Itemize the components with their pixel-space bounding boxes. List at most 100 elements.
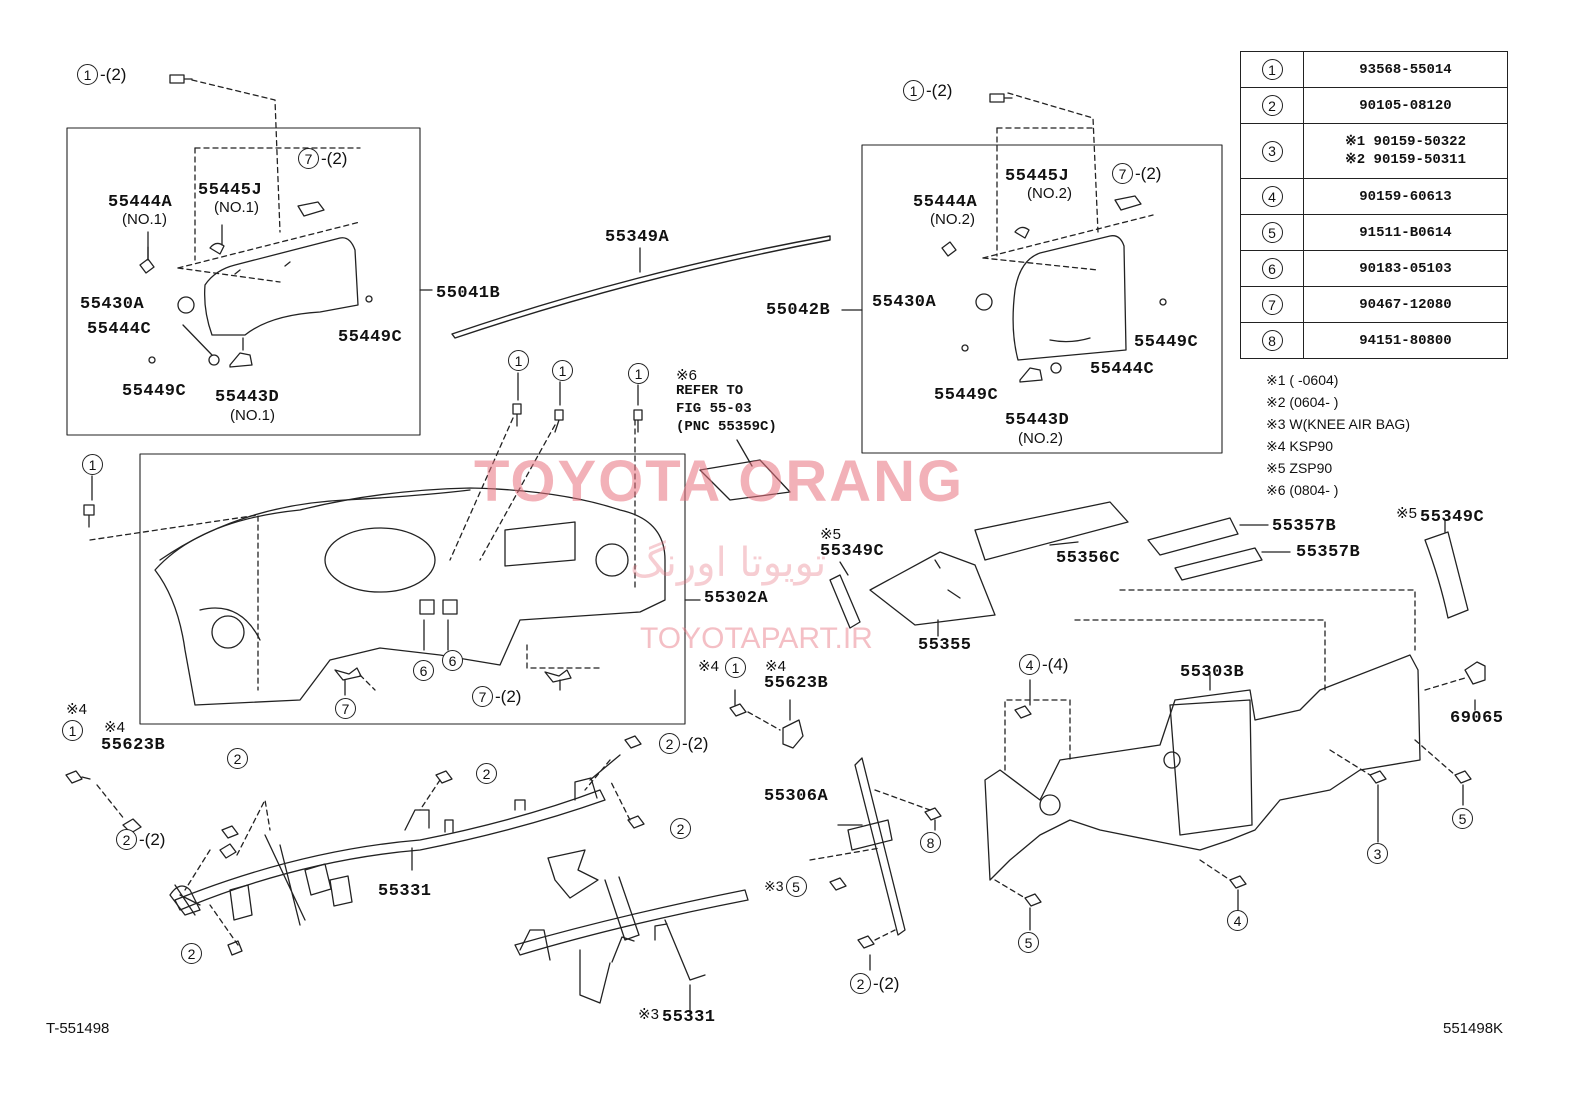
callout-1: 1 [725, 657, 746, 678]
callout-2: 2 [670, 818, 691, 839]
part-label: 55355 [918, 636, 972, 655]
part-label: 55306A [764, 787, 829, 806]
part-label: 55357B [1296, 543, 1361, 562]
part-number: ※2 90159-50311 [1345, 152, 1466, 168]
callout-1: 1 [508, 350, 529, 371]
callout-circle: 4 [1261, 186, 1283, 207]
variant-mark: ※4 [698, 658, 719, 675]
part-label: 55445J [198, 181, 263, 200]
variant-mark: ※5 [820, 526, 841, 543]
watermark-persian: تویوتا اورنگ [630, 540, 827, 586]
part-number: 94151-80800 [1303, 322, 1508, 359]
callout-1: 1 [62, 720, 83, 741]
callout-circle: 8 [1261, 330, 1283, 351]
callout-1: 1 [552, 360, 573, 381]
refer-line: FIG 55-03 [676, 401, 752, 417]
part-sublabel: (NO.2) [930, 211, 975, 228]
callout-4-qty: 4-(4) [1019, 654, 1068, 675]
part-label: 55444C [1090, 360, 1155, 379]
callout-2: 2 [476, 763, 497, 784]
callout-5: 5 [1018, 932, 1039, 953]
watermark-brand: TOYOTA ORANG [474, 449, 965, 514]
part-label: 55357B [1272, 517, 1337, 536]
variant-mark: ※3 [638, 1006, 659, 1023]
table-row: 4 90159-60613 [1240, 178, 1508, 215]
table-row: 1 93568-55014 [1240, 51, 1508, 88]
note-1: ※1 ( -0604) [1266, 372, 1339, 388]
part-label: 55430A [80, 295, 145, 314]
variant-mark: ※4 [765, 658, 786, 675]
part-sublabel: (NO.1) [214, 199, 259, 216]
table-row: 3 ※1 90159-50322※2 90159-50311 [1240, 123, 1508, 179]
part-label: 55623B [764, 674, 829, 693]
part-label: 55449C [338, 328, 403, 347]
part-label: 55041B [436, 284, 501, 303]
part-label: 55449C [934, 386, 999, 405]
callout-2-qty: 2-(2) [850, 973, 899, 994]
part-label: 55443D [215, 388, 280, 407]
part-label: 55449C [122, 382, 187, 401]
part-label: 55443D [1005, 411, 1070, 430]
part-label: 55623B [101, 736, 166, 755]
callout-1-qty: 1-(2) [903, 80, 952, 101]
callout-circle: 1 [903, 80, 924, 101]
callout-circle: 2 [1261, 95, 1283, 116]
callout-circle: 7 [298, 148, 319, 169]
part-label: 55349A [605, 228, 670, 247]
part-sublabel: (NO.1) [122, 211, 167, 228]
callout-circle: 7 [1261, 294, 1283, 315]
callout-3: 3 [1367, 843, 1388, 864]
drawing-number: T-551498 [46, 1020, 110, 1037]
callout-circle: 1 [1261, 59, 1283, 80]
part-label: 55449C [1134, 333, 1199, 352]
refer-line: REFER TO [676, 383, 744, 399]
refer-line: (PNC 55359C) [676, 419, 777, 435]
table-row: 2 90105-08120 [1240, 87, 1508, 124]
callout-7: 7 [335, 698, 356, 719]
part-label: 55349C [820, 542, 885, 561]
figure-code: 551498K [1443, 1020, 1504, 1037]
part-number: 93568-55014 [1303, 51, 1508, 88]
table-row: 5 91511-B0614 [1240, 214, 1508, 251]
note-3: ※3 W(KNEE AIR BAG) [1266, 416, 1410, 432]
callout-1: 1 [628, 363, 649, 384]
note-4: ※4 KSP90 [1266, 438, 1333, 454]
callout-circle: 3 [1261, 140, 1283, 162]
part-sublabel: (NO.2) [1027, 185, 1072, 202]
callout-2: 2 [227, 748, 248, 769]
table-row: 7 90467-12080 [1240, 286, 1508, 323]
part-label: 55430A [872, 293, 937, 312]
part-label: 55445J [1005, 167, 1070, 186]
part-label: 55444A [913, 193, 978, 212]
part-label: 55349C [1420, 508, 1485, 527]
part-label: 55331 [662, 1008, 716, 1027]
callout-circle: 1 [77, 64, 98, 85]
callout-4: 4 [1227, 910, 1248, 931]
part-label: 55303B [1180, 663, 1245, 682]
callout-2: 2 [181, 943, 202, 964]
variant-mark: ※5 [1396, 505, 1417, 522]
part-number: 91511-B0614 [1303, 214, 1508, 251]
variant-mark: ※4 [104, 719, 125, 736]
part-number: 90159-60613 [1303, 178, 1508, 215]
fastener-parts-table: 1 93568-55014 2 90105-08120 3 ※1 90159-5… [1240, 51, 1508, 359]
callout-7-qty: 7-(2) [1112, 163, 1161, 184]
callout-5: 5 [1452, 808, 1473, 829]
part-sublabel: (NO.1) [230, 407, 275, 424]
callout-circle: 6 [1261, 258, 1283, 279]
part-number: 90183-05103 [1303, 250, 1508, 287]
callout-6: 6 [442, 650, 463, 671]
callout-circle: 7 [1112, 163, 1133, 184]
callout-7-qty: 7-(2) [298, 148, 347, 169]
callout-circle: 5 [1261, 222, 1283, 243]
callout-1-qty: 1-(2) [77, 64, 126, 85]
part-sublabel: (NO.2) [1018, 430, 1063, 447]
callout-7-qty: 7-(2) [472, 686, 521, 707]
note-5: ※5 ZSP90 [1266, 460, 1333, 476]
part-label: 55444C [87, 320, 152, 339]
table-row: 6 90183-05103 [1240, 250, 1508, 287]
callout-2-qty: 2-(2) [659, 733, 708, 754]
callout-8: 8 [920, 832, 941, 853]
